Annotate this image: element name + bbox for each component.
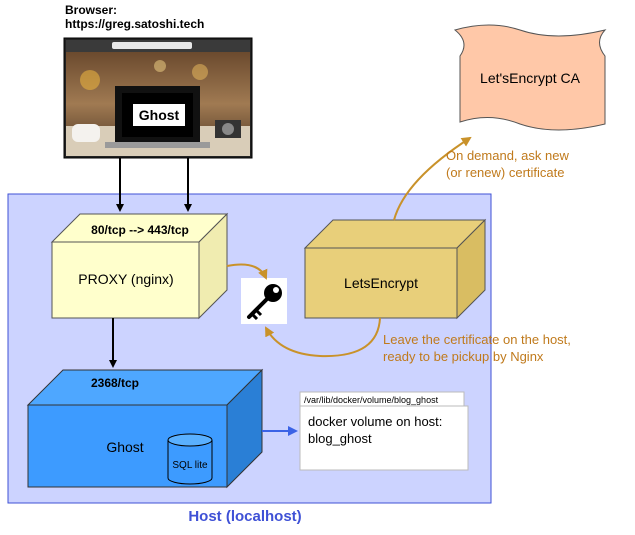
key-icon <box>247 284 282 321</box>
ghost-cube <box>26 368 264 489</box>
browser-title-label: Browser: <box>65 3 117 17</box>
volume-label-line1: docker volume on host: <box>308 414 442 429</box>
letsencrypt-ca-shape <box>453 24 607 131</box>
letsencrypt-label: LetsEncrypt <box>344 275 418 291</box>
ghost-logo <box>133 104 185 126</box>
proxy-ports-label: 80/tcp --> 443/tcp <box>91 223 189 237</box>
host-label: Host (localhost) <box>188 508 301 525</box>
ca-note-line2: (or renew) certificate <box>446 165 564 180</box>
letsencrypt-cube <box>303 218 487 320</box>
ca-note-line1: On demand, ask new <box>446 148 569 163</box>
proxy-to-key-arrow <box>226 263 268 280</box>
volume-label-line2: blog_ghost <box>308 431 372 446</box>
letsencrypt-to-key-arrow <box>265 317 381 358</box>
cert-note-line2: ready to be pickup by Nginx <box>383 349 544 364</box>
ghost-label: Ghost <box>106 439 143 455</box>
volume-path-label: /var/lib/docker/volume/blog_ghost <box>304 395 439 405</box>
browser-screenshot <box>63 37 253 159</box>
proxy-label: PROXY (nginx) <box>78 271 173 287</box>
browser-url-label: https://greg.satoshi.tech <box>65 17 204 31</box>
volume-box <box>299 391 469 471</box>
ghost-port-label: 2368/tcp <box>91 376 139 390</box>
proxy-cube <box>50 212 229 320</box>
letsencrypt-to-ca-arrow <box>393 136 472 221</box>
database-label: SQL lite <box>172 460 208 471</box>
database-icon <box>167 433 213 485</box>
cert-note-line1: Leave the certificate on the host, <box>383 332 571 347</box>
ghost-logo-text: Ghost <box>139 107 180 123</box>
ca-label: Let'sEncrypt CA <box>480 70 581 86</box>
